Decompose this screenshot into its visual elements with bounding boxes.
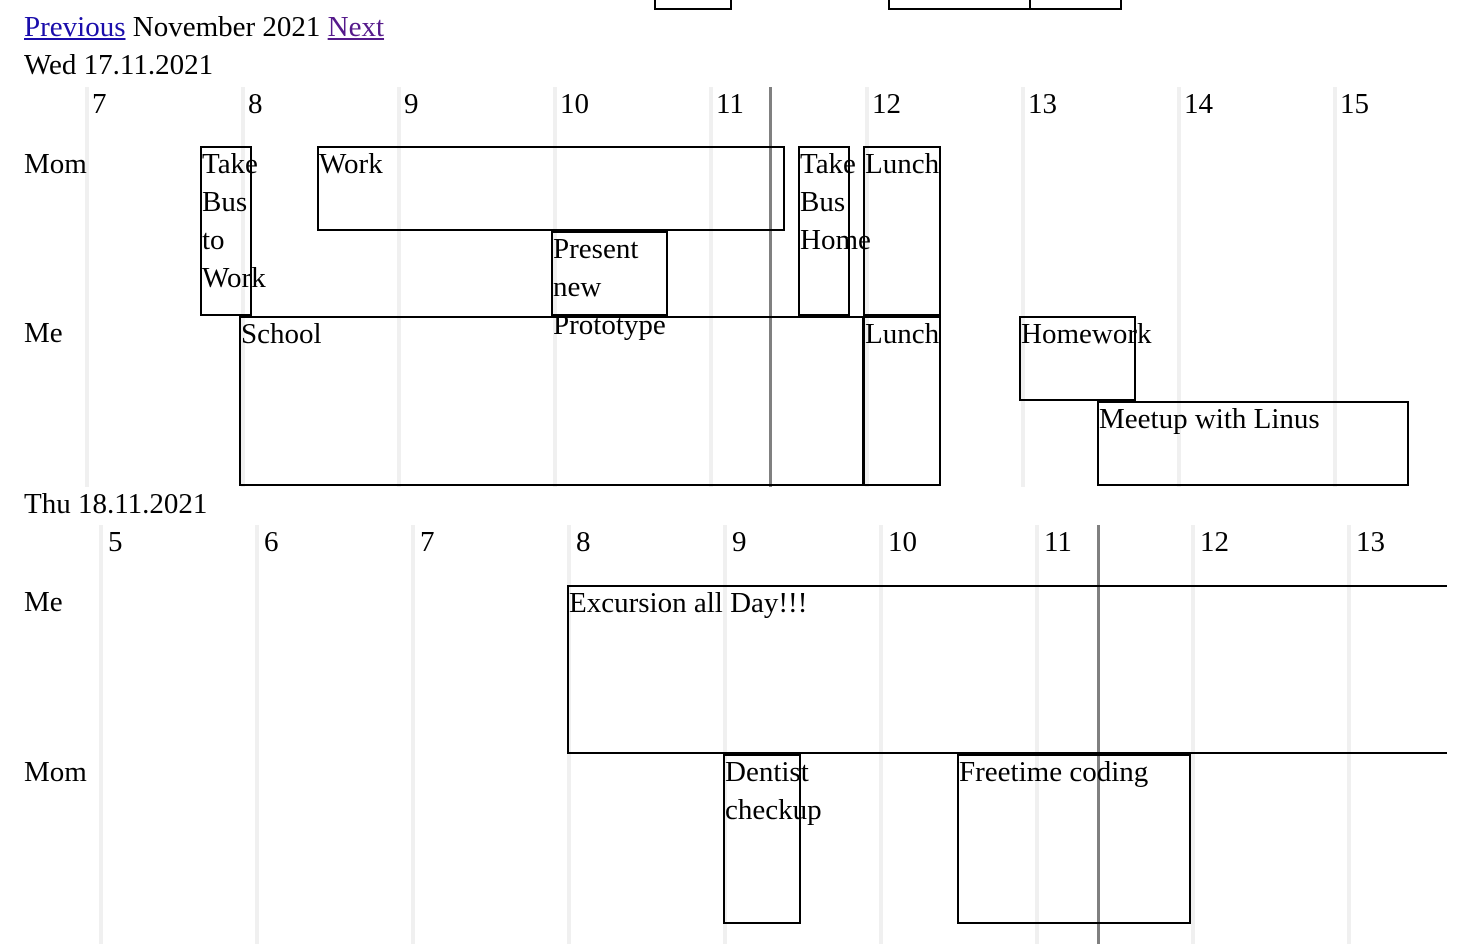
event-title: Dentist checkup xyxy=(725,756,822,826)
event-lunch[interactable]: Lunch xyxy=(863,146,941,316)
day-date-label: Thu 18.11.2021 xyxy=(24,488,208,520)
hour-gridline xyxy=(865,87,869,487)
event-school[interactable]: School xyxy=(239,316,864,486)
person-label: Me xyxy=(24,586,63,618)
previous-month-link[interactable]: Previous xyxy=(24,11,126,43)
hour-label: 10 xyxy=(560,88,589,120)
hour-gridline xyxy=(1021,87,1025,487)
event-title: Homework xyxy=(1021,318,1152,350)
next-month-link[interactable]: Next xyxy=(327,11,385,43)
current-time-indicator xyxy=(769,87,772,487)
event-title: Excursion all Day!!! xyxy=(569,587,808,619)
event-title: Freetime coding xyxy=(959,756,1149,788)
hour-label: 14 xyxy=(1184,88,1213,120)
hour-label: 9 xyxy=(404,88,419,120)
event-freetime-coding[interactable]: Freetime coding xyxy=(957,754,1191,924)
hour-gridline xyxy=(1177,87,1181,487)
hour-label: 13 xyxy=(1356,526,1385,558)
event-title: Take Bus Home xyxy=(800,148,871,256)
hour-gridline xyxy=(411,525,415,944)
event-dentist-checkup[interactable]: Dentist checkup xyxy=(723,754,822,924)
hour-gridline xyxy=(99,525,103,944)
event-homework[interactable]: Homework xyxy=(1019,316,1152,401)
event-present-new-prototype[interactable]: Present new Prototype xyxy=(551,231,668,341)
hour-label: 6 xyxy=(264,526,279,558)
hour-gridline xyxy=(709,87,713,487)
hour-gridline xyxy=(255,525,259,944)
event-work[interactable]: Work xyxy=(317,146,785,231)
event-title: Work xyxy=(319,148,383,180)
hour-gridline xyxy=(241,87,245,487)
event-title: Take Bus to Work xyxy=(202,148,266,294)
offscreen-event-box[interactable] xyxy=(654,0,732,10)
hour-label: 12 xyxy=(1200,526,1229,558)
hour-label: 12 xyxy=(872,88,901,120)
person-label: Me xyxy=(24,317,63,349)
hour-gridline xyxy=(1191,525,1195,944)
offscreen-event-box[interactable] xyxy=(888,0,1122,10)
hour-label: 13 xyxy=(1028,88,1057,120)
event-title: Lunch xyxy=(865,318,940,350)
hour-gridline xyxy=(879,525,883,944)
hour-label: 7 xyxy=(92,88,107,120)
day-date-label: Wed 17.11.2021 xyxy=(24,49,214,81)
event-title: Lunch xyxy=(865,148,940,180)
month-label: November 2021 xyxy=(132,11,321,43)
hour-gridline xyxy=(553,87,557,487)
event-title: Meetup with Linus xyxy=(1099,403,1320,435)
event-lunch[interactable]: Lunch xyxy=(863,316,941,486)
person-label: Mom xyxy=(24,148,87,180)
hour-gridline xyxy=(1035,525,1039,944)
hour-gridline xyxy=(567,525,571,944)
event-take-bus-home[interactable]: Take Bus Home xyxy=(798,146,871,316)
hour-label: 11 xyxy=(1044,526,1072,558)
month-navigation: Previous November 2021 Next xyxy=(24,10,384,44)
hour-label: 8 xyxy=(248,88,263,120)
person-label: Mom xyxy=(24,756,87,788)
hour-gridline xyxy=(1347,525,1351,944)
hour-label: 11 xyxy=(716,88,744,120)
event-title: Present new Prototype xyxy=(553,233,666,341)
hour-gridline xyxy=(723,525,727,944)
hour-label: 7 xyxy=(420,526,435,558)
hour-label: 10 xyxy=(888,526,917,558)
offscreen-event-box-divider xyxy=(1029,0,1031,10)
hour-label: 15 xyxy=(1340,88,1369,120)
hour-label: 9 xyxy=(732,526,747,558)
hour-gridline xyxy=(1333,87,1337,487)
event-excursion-all-day[interactable]: Excursion all Day!!! xyxy=(567,585,1447,754)
event-take-bus-to-work[interactable]: Take Bus to Work xyxy=(200,146,266,316)
hour-label: 5 xyxy=(108,526,123,558)
event-title: School xyxy=(241,318,322,350)
event-meetup-with-linus[interactable]: Meetup with Linus xyxy=(1097,401,1409,486)
current-time-indicator xyxy=(1097,525,1100,944)
hour-label: 8 xyxy=(576,526,591,558)
hour-gridline xyxy=(85,87,89,487)
hour-gridline xyxy=(397,87,401,487)
